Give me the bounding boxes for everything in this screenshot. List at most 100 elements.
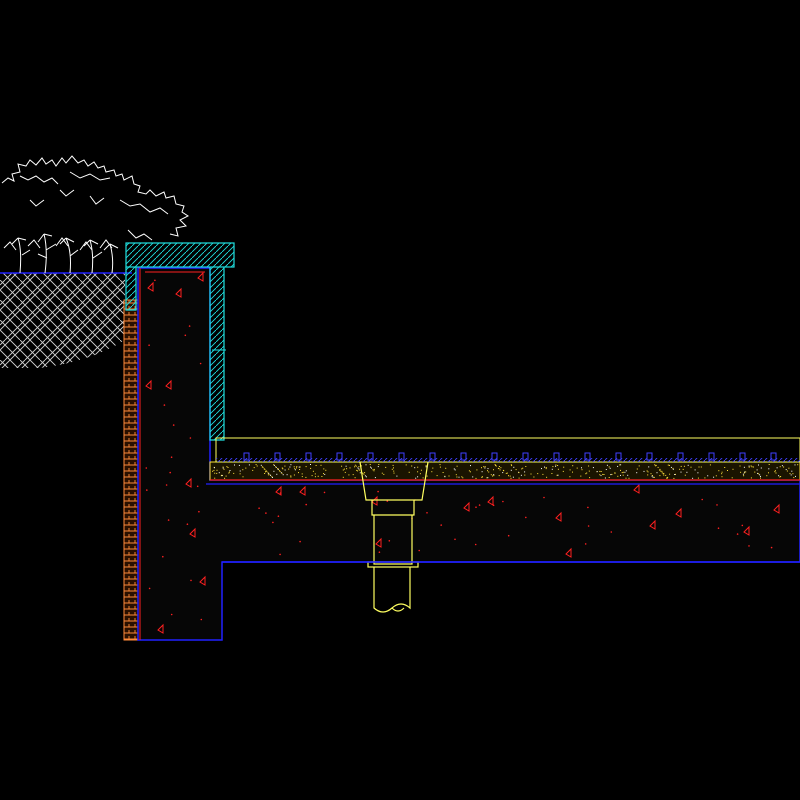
screed-speck [481,477,483,478]
screed-speck [588,465,590,467]
screed-speck [608,477,610,478]
screed-speck [227,467,229,468]
screed-speck [614,472,616,474]
screed-speck [788,467,790,469]
tile-joint [305,452,312,461]
screed-speck [557,468,559,470]
screed-speck [462,477,464,479]
screed-speck [290,475,292,477]
aggregate-dot [610,531,613,533]
screed-speck [743,466,745,468]
aggregate-mark [199,575,206,586]
aggregate-dot [377,490,379,493]
screed-speck [780,476,782,477]
aggregate-dot [277,515,280,517]
screed-speck [669,473,671,475]
aggregate-mark [463,501,470,512]
screed-speck [278,470,280,472]
screed-speck [768,468,770,470]
aggregate-dot [184,334,187,337]
screed-speck [314,476,316,478]
screed-speck [365,476,367,478]
screed-speck [684,474,686,476]
brick-protection-layer [123,299,139,641]
screed-speck [740,471,742,473]
screed-speck [625,477,627,479]
screed-speck [265,471,266,473]
screed-speck [359,472,361,474]
screed-speck [766,475,768,477]
aggregate-mark [675,507,682,518]
screed-speck [752,466,754,468]
aggregate-dot [198,510,200,513]
screed-speck [458,476,460,478]
screed-speck [276,473,278,475]
screed-speck [569,469,571,471]
screed-speck [233,472,235,474]
screed-speck [275,466,277,468]
screed-speck [657,466,659,468]
screed-speck [405,464,407,466]
screed-speck [525,466,527,467]
screed-speck [743,472,745,474]
screed-speck [488,471,490,473]
screed-speck [555,465,557,467]
screed-speck [370,466,371,468]
screed-speck [555,464,557,466]
screed-speck [323,473,324,475]
screed-speck [533,476,535,478]
screed-speck [312,470,314,472]
aggregate-dot [279,492,282,494]
screed-speck [602,473,604,475]
screed-speck [768,472,769,474]
screed-speck [305,476,307,478]
screed-speck [718,470,720,472]
screed-speck [750,465,752,467]
screed-speck [792,473,794,475]
screed-speck [239,473,241,475]
screed-speck [298,472,299,474]
aggregate-dot [170,613,173,616]
screed-speck [508,475,509,477]
aggregate-dot [196,485,199,488]
screed-speck [498,468,500,470]
aggregate-mark [649,519,656,530]
aggregate-dot [299,540,301,543]
screed-speck [682,468,684,470]
screed-speck [655,464,657,466]
screed-speck [214,472,216,474]
screed-speck [551,473,553,474]
screed-speck [371,467,372,469]
tile-paving-layer [243,452,777,461]
screed-speck [242,476,244,478]
screed-speck [362,472,364,474]
screed-speck [774,470,776,472]
screed-speck [221,475,223,477]
screed-speck [552,466,554,468]
screed-speck [599,470,601,472]
screed-speck [425,465,427,467]
screed-speck [748,466,750,468]
screed-speck [270,474,272,476]
aggregate-mark [175,287,182,298]
screed-speck [572,471,573,473]
screed-speck [743,475,745,477]
screed-speck [273,464,275,466]
aggregate-dot [736,533,739,535]
soil-hatch [0,273,125,368]
screed-speck [252,469,254,471]
screed-speck [372,469,374,471]
aggregate-dot [584,543,587,545]
screed-speck [268,472,270,474]
screed-speck [542,473,544,475]
aggregate-dot [426,512,428,514]
screed-speck [234,464,235,466]
screed-speck [344,471,346,473]
screed-speck [709,464,711,466]
screed-speck [365,464,367,466]
screed-speck [369,464,371,465]
aggregate-dot [148,344,150,347]
screed-speck [513,466,515,468]
aggregate-dot [440,524,443,526]
screed-speck [627,474,629,476]
